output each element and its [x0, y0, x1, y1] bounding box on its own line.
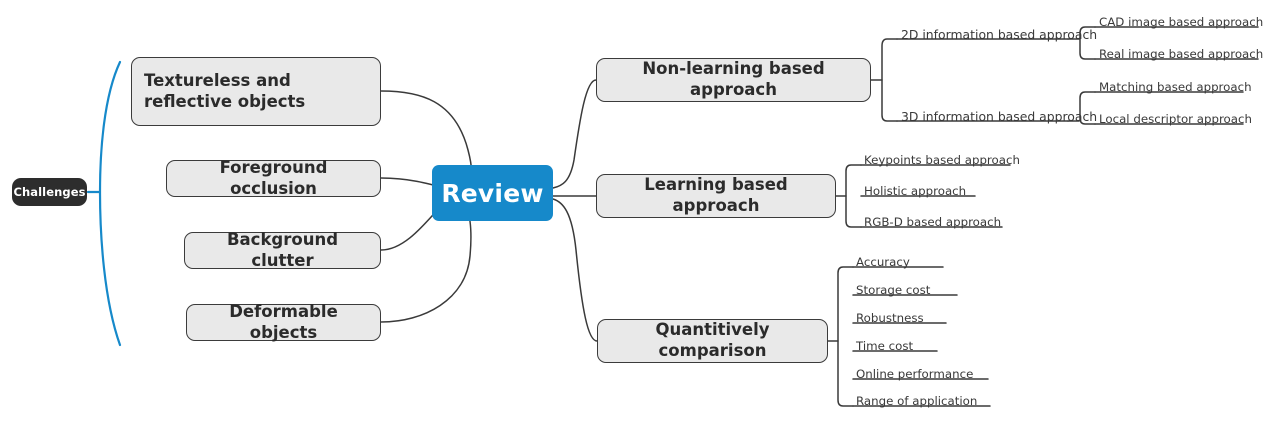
leaf-label: Time cost — [856, 339, 914, 353]
leaf-matching-based[interactable]: Matching based approach — [1099, 80, 1252, 94]
leaf-3d-information[interactable]: 3D information based approach — [901, 109, 1098, 124]
bracket-3d — [1079, 91, 1096, 125]
leaf-label: Keypoints based approach — [864, 153, 1020, 167]
branch-node-learning[interactable]: Learning based approach — [596, 174, 836, 218]
leaf-online-performance[interactable]: Online performance — [856, 367, 974, 381]
challenge-node-textureless[interactable]: Textureless and reflective objects — [131, 57, 381, 126]
leaf-cad-image-based[interactable]: CAD image based approach — [1099, 15, 1264, 29]
bracket-quantitively — [837, 266, 854, 407]
branch-node-quantitively-comparison[interactable]: Quantitively comparison — [597, 319, 828, 363]
challenge-label: Background clutter — [226, 229, 339, 270]
leaf-label: RGB-D based approach — [864, 215, 1002, 229]
leaf-2d-information[interactable]: 2D information based approach — [901, 27, 1098, 42]
branch-label: Learning based approach — [644, 175, 788, 215]
root-node-label: Challenges — [13, 185, 86, 199]
challenge-node-background-clutter[interactable]: Background clutter — [184, 229, 381, 270]
branch-label: Non-learning based approach — [642, 59, 825, 99]
leaf-label: Real image based approach — [1099, 47, 1264, 61]
leaf-label: Range of application — [856, 394, 978, 408]
leaf-time-cost[interactable]: Time cost — [856, 339, 914, 353]
leaf-label: Storage cost — [856, 283, 931, 297]
leaf-range-of-application[interactable]: Range of application — [856, 394, 978, 408]
leaf-real-image-based[interactable]: Real image based approach — [1099, 47, 1264, 61]
leaf-accuracy[interactable]: Accuracy — [856, 255, 910, 269]
leaf-label: Matching based approach — [1099, 80, 1252, 94]
leaf-label: Online performance — [856, 367, 974, 381]
leaf-label: 2D information based approach — [901, 27, 1098, 42]
leaf-label: Accuracy — [856, 255, 910, 269]
challenge-label: Foreground occlusion — [219, 157, 328, 198]
branch-node-non-learning[interactable]: Non-learning based approach — [596, 58, 871, 102]
leaf-storage-cost[interactable]: Storage cost — [856, 283, 931, 297]
branch-label: Quantitively comparison — [655, 320, 770, 360]
challenge-label: Textureless and reflective objects — [144, 70, 306, 111]
leaf-holistic[interactable]: Holistic approach — [864, 184, 967, 198]
leaf-keypoints-based[interactable]: Keypoints based approach — [864, 153, 1020, 167]
challenge-label: Deformable objects — [229, 301, 338, 342]
leaf-label: Holistic approach — [864, 184, 967, 198]
bracket-learning — [845, 164, 862, 228]
challenge-node-deformable-objects[interactable]: Deformable objects — [186, 301, 381, 342]
challenge-node-foreground-occlusion[interactable]: Foreground occlusion — [166, 157, 381, 198]
leaf-label: CAD image based approach — [1099, 15, 1264, 29]
leaf-label: Local descriptor approach — [1099, 112, 1252, 126]
link-review-to-nonlearning — [552, 79, 597, 189]
root-node-challenges[interactable]: Challenges — [12, 178, 87, 206]
center-node-label: Review — [441, 178, 544, 208]
bracket-nonlearning — [881, 38, 898, 122]
center-node-review[interactable]: Review — [432, 165, 553, 221]
bracket-2d — [1079, 26, 1096, 60]
leaf-label: 3D information based approach — [901, 109, 1098, 124]
challenges-brace — [98, 60, 122, 347]
leaf-label: Robustness — [856, 311, 924, 325]
leaf-local-descriptor[interactable]: Local descriptor approach — [1099, 112, 1252, 126]
leaf-rgbd-based[interactable]: RGB-D based approach — [864, 215, 1002, 229]
leaf-robustness[interactable]: Robustness — [856, 311, 924, 325]
link-review-to-quantitively — [552, 198, 598, 342]
